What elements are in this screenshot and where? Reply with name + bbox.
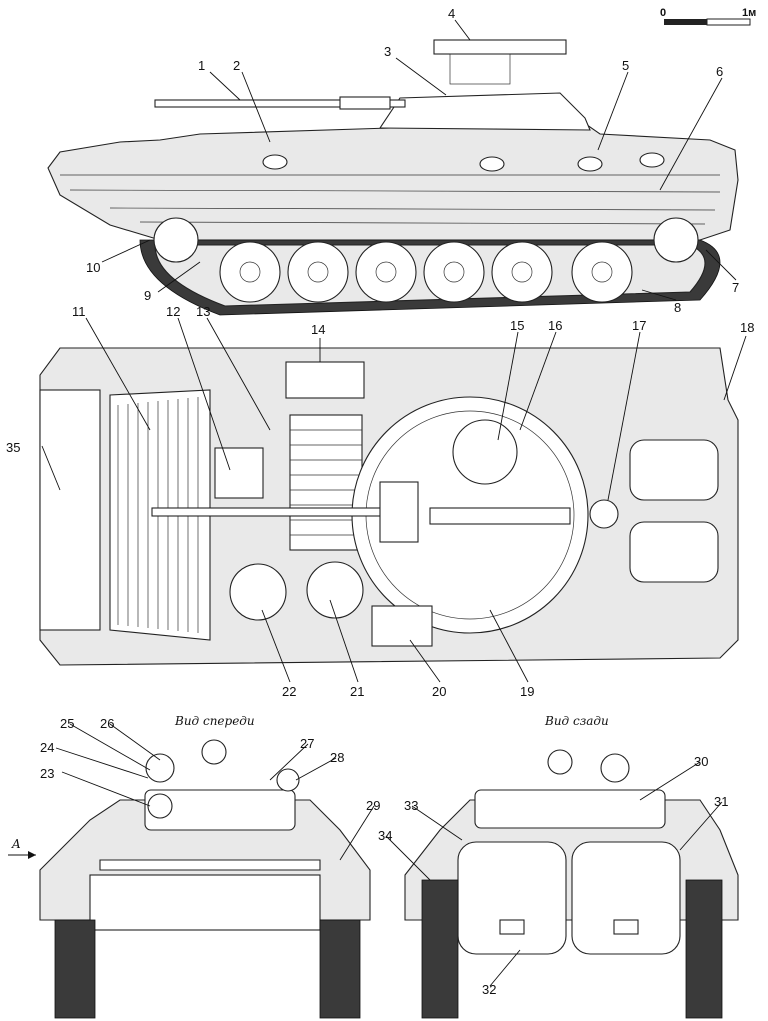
callout-6: 6 (716, 64, 723, 79)
callout-labels: 1 2 3 4 5 6 7 8 9 10 11 12 13 14 15 16 1… (6, 6, 754, 997)
top-view (39, 347, 739, 666)
callout-26: 26 (100, 716, 114, 731)
view-arrow-label: A (11, 837, 21, 851)
callout-7: 7 (732, 280, 739, 295)
callout-10: 10 (86, 260, 100, 275)
front-view-caption: Вид спереди (174, 714, 255, 728)
callout-8: 8 (674, 300, 681, 315)
side-view (47, 39, 739, 316)
callout-35: 35 (6, 440, 20, 455)
callout-30: 30 (694, 754, 708, 769)
callout-15: 15 (510, 318, 524, 333)
rear-view-caption: Вид сзади (544, 714, 609, 728)
callout-1: 1 (198, 58, 205, 73)
callout-34: 34 (378, 828, 392, 843)
scale-start-label: 0 (660, 7, 666, 19)
scale-bar: 0 1м (660, 7, 756, 26)
leader-lines (41, 19, 747, 987)
road-wheels (153, 217, 699, 303)
callout-14: 14 (311, 322, 325, 337)
callout-21: 21 (350, 684, 364, 699)
callout-9: 9 (144, 288, 151, 303)
callout-3: 3 (384, 44, 391, 59)
rear-view: Вид сзади (404, 714, 739, 1019)
callout-32: 32 (482, 982, 496, 997)
callout-19: 19 (520, 684, 534, 699)
scale-end-label: 1м (742, 7, 756, 19)
callout-5: 5 (622, 58, 629, 73)
callout-11: 11 (72, 304, 86, 319)
callout-2: 2 (233, 58, 240, 73)
callout-17: 17 (632, 318, 646, 333)
callout-28: 28 (330, 750, 344, 765)
callout-18: 18 (740, 320, 754, 335)
callout-16: 16 (548, 318, 562, 333)
callout-20: 20 (432, 684, 446, 699)
callout-23: 23 (40, 766, 54, 781)
front-view: Вид спереди A (8, 714, 371, 1019)
callout-25: 25 (60, 716, 74, 731)
callout-22: 22 (282, 684, 296, 699)
callout-24: 24 (40, 740, 54, 755)
callout-27: 27 (300, 736, 314, 751)
callout-33: 33 (404, 798, 418, 813)
callout-29: 29 (366, 798, 380, 813)
callout-4: 4 (448, 6, 455, 21)
callout-31: 31 (714, 794, 728, 809)
callout-13: 13 (196, 304, 210, 319)
callout-12: 12 (166, 304, 180, 319)
